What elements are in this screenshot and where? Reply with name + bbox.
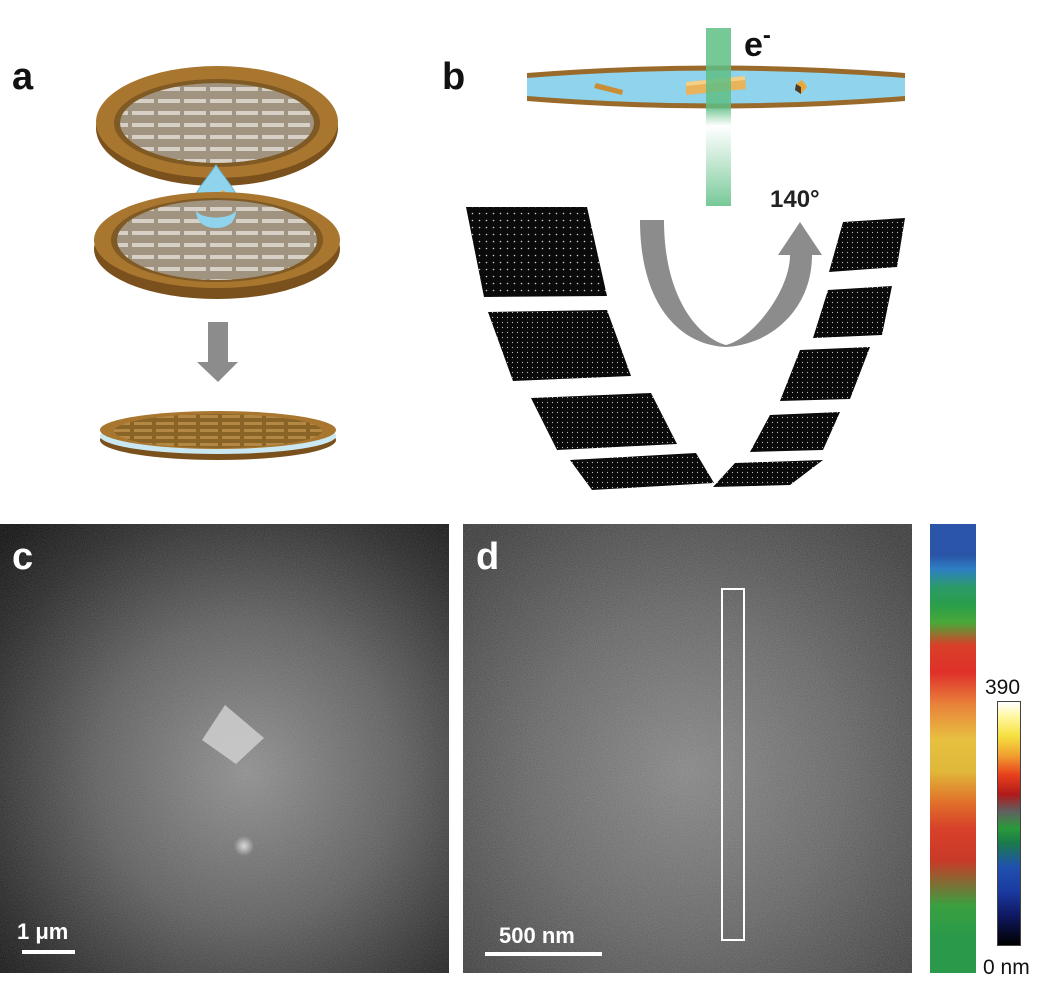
- tilt-arrow: [640, 220, 822, 347]
- tilt-frame: [713, 460, 823, 487]
- panel-label-d: d: [476, 536, 500, 578]
- panel-label-b: b: [442, 56, 466, 98]
- bottom-grid: [94, 192, 340, 299]
- tilt-frame: [488, 310, 631, 381]
- scale-bar-label-c: 1 μm: [17, 919, 69, 944]
- sealed-grid-sandwich: [100, 411, 336, 460]
- height-map-strip: [930, 524, 976, 973]
- tilt-series-left: [466, 207, 714, 490]
- tilt-frame: [466, 207, 607, 297]
- tilt-angle-label: 140°: [770, 186, 820, 213]
- tilt-frame: [813, 286, 892, 338]
- scale-bar-c: [22, 950, 75, 954]
- scale-bar-label-d: 500 nm: [499, 923, 575, 948]
- electron-charge: -: [762, 22, 771, 49]
- tilt-frame: [750, 412, 840, 452]
- scale-bar-d: [485, 952, 602, 956]
- top-grid: [96, 66, 338, 186]
- crystal-particle: [202, 705, 264, 764]
- tilt-frame: [570, 453, 714, 490]
- colorbar: [997, 701, 1021, 946]
- panel-label-a: a: [12, 56, 34, 98]
- tilt-frame: [531, 393, 677, 450]
- tilt-frame: [829, 218, 905, 272]
- down-arrow: [197, 322, 238, 382]
- panel-d-micrograph: [463, 524, 912, 973]
- panel-label-c: c: [12, 536, 34, 578]
- tilt-frame: [780, 347, 870, 401]
- colorbar-max-label: 390: [985, 676, 1021, 699]
- colorbar-min-label: 0 nm: [983, 956, 1030, 979]
- electron-symbol: e: [744, 26, 763, 64]
- electron-label: e-: [744, 24, 771, 64]
- selection-box: [721, 588, 745, 941]
- panel-c-micrograph: [0, 524, 449, 973]
- electron-beam: [706, 28, 731, 206]
- secondary-particle: [234, 836, 254, 856]
- tilt-series-right: [713, 218, 905, 487]
